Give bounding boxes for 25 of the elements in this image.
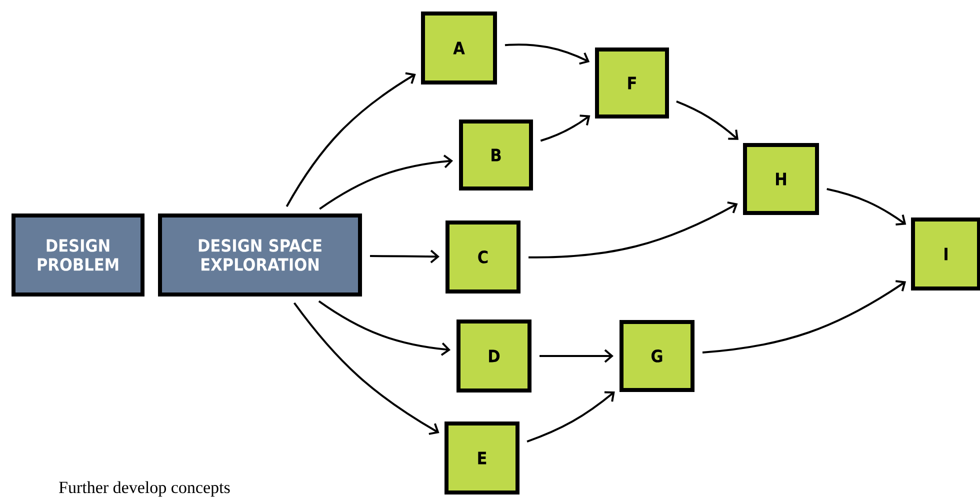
arrow	[540, 114, 590, 142]
arrow	[370, 250, 440, 264]
concept-box: G	[620, 320, 694, 392]
arrow	[318, 300, 451, 356]
concept-box: E	[444, 422, 520, 494]
caption-text: Further develop concepts	[59, 481, 230, 497]
arrow	[528, 201, 738, 258]
stage-box: DESIGN PROBLEM	[12, 214, 144, 296]
arrow	[702, 280, 906, 354]
concept-box: I	[911, 218, 980, 290]
concept-box: B	[459, 120, 533, 190]
arrow	[676, 100, 739, 140]
concept-box: D	[456, 320, 532, 392]
concept-box: C	[446, 220, 520, 294]
concept-box: H	[743, 143, 819, 215]
arrow	[293, 302, 440, 435]
concept-box: A	[421, 12, 497, 84]
arrow	[826, 188, 906, 226]
concept-box: F	[595, 48, 669, 118]
arrow	[286, 72, 416, 207]
arrow	[540, 349, 614, 363]
arrow	[526, 391, 615, 442]
arrow	[504, 44, 590, 65]
arrow	[319, 154, 454, 210]
stage-box: DESIGN SPACE EXPLORATION	[158, 214, 362, 296]
